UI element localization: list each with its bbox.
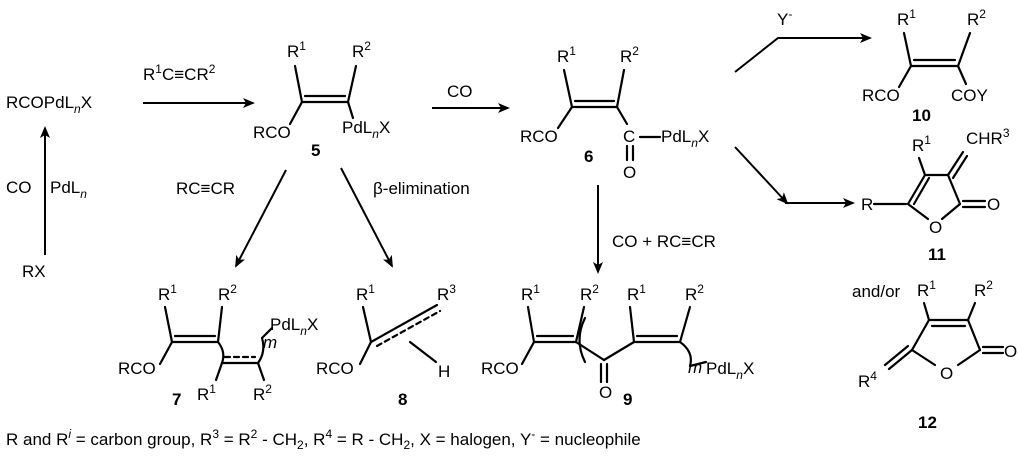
starting-material: RCOPdLnX CO PdLn RX bbox=[6, 93, 92, 281]
svg-text:CO + RC≡CR: CO + RC≡CR bbox=[612, 232, 716, 251]
svg-text:RCO: RCO bbox=[118, 359, 156, 378]
svg-text:RCO: RCO bbox=[862, 86, 900, 105]
svg-text:R1C≡CR2: R1C≡CR2 bbox=[143, 62, 216, 84]
svg-text:RX: RX bbox=[22, 262, 46, 281]
svg-text:R and Ri = carbon group, R3 =: R and Ri = carbon group, R3 = R2 - CH2, … bbox=[6, 427, 641, 452]
svg-text:R1: R1 bbox=[897, 7, 916, 29]
svg-text:CO: CO bbox=[447, 82, 473, 101]
compound-7: R1 R2 RCO PdLnX m R1 R2 7 bbox=[118, 282, 318, 409]
svg-text:5: 5 bbox=[311, 141, 320, 160]
svg-text:7: 7 bbox=[172, 390, 181, 409]
svg-text:R1: R1 bbox=[627, 282, 646, 304]
svg-text:R1: R1 bbox=[521, 282, 540, 304]
svg-text:R1: R1 bbox=[158, 282, 177, 304]
svg-text:RC≡CR: RC≡CR bbox=[176, 179, 235, 198]
svg-text:9: 9 bbox=[623, 390, 632, 409]
svg-text:O: O bbox=[987, 195, 1000, 214]
compound-9: R1 R2 R1 R2 RCO O m PdLnX 9 bbox=[481, 282, 754, 409]
svg-text:m: m bbox=[688, 358, 702, 377]
svg-text:O: O bbox=[940, 364, 953, 383]
svg-text:R1: R1 bbox=[197, 382, 216, 404]
svg-text:PdLnX: PdLnX bbox=[706, 359, 754, 382]
svg-text:C: C bbox=[623, 127, 635, 146]
carbopalladation-arrow: R1C≡CR2 bbox=[143, 62, 255, 108]
svg-text:R2: R2 bbox=[253, 382, 272, 404]
lactonization-arrow bbox=[734, 146, 789, 205]
svg-text:R2: R2 bbox=[620, 44, 639, 66]
svg-text:CO: CO bbox=[6, 178, 32, 197]
svg-text:R4: R4 bbox=[858, 369, 877, 391]
beta-elimination-arrow: β-elimination bbox=[340, 167, 470, 268]
svg-text:R2: R2 bbox=[352, 39, 371, 61]
svg-text:PdLn: PdLn bbox=[50, 178, 87, 201]
svg-text:H: H bbox=[438, 362, 450, 381]
svg-text:RCO: RCO bbox=[520, 127, 558, 146]
svg-text:R1: R1 bbox=[557, 44, 576, 66]
svg-text:R1: R1 bbox=[917, 278, 936, 300]
svg-text:O: O bbox=[599, 383, 612, 402]
svg-text:R1: R1 bbox=[912, 133, 931, 155]
alkyne-insertion-arrow: RC≡CR bbox=[176, 169, 287, 268]
compound-11: R1 CHR3 R O O 11 bbox=[861, 126, 1010, 264]
compound-10: R1 R2 RCO COY 10 bbox=[862, 7, 988, 125]
nucleophile-arrow: Y- bbox=[734, 7, 872, 73]
svg-text:R2: R2 bbox=[967, 7, 986, 29]
compound-12: R1 R2 O O R4 12 bbox=[858, 278, 1017, 432]
svg-text:RCOPdLnX: RCOPdLnX bbox=[6, 93, 92, 116]
svg-text:β-elimination: β-elimination bbox=[373, 179, 470, 198]
compound-8: R1 R3 RCO H 8 bbox=[316, 282, 456, 409]
svg-text:R2: R2 bbox=[974, 278, 993, 300]
co-insertion-arrow: CO bbox=[432, 82, 510, 113]
svg-text:O: O bbox=[623, 163, 636, 182]
and-or-label: and/or bbox=[852, 282, 901, 301]
svg-text:R2: R2 bbox=[685, 282, 704, 304]
footnote: R and Ri = carbon group, R3 = R2 - CH2, … bbox=[6, 427, 641, 452]
svg-text:8: 8 bbox=[398, 390, 407, 409]
svg-text:R2: R2 bbox=[580, 282, 599, 304]
svg-text:R3: R3 bbox=[437, 282, 456, 304]
svg-text:12: 12 bbox=[918, 413, 937, 432]
svg-text:PdLnX: PdLnX bbox=[342, 118, 390, 141]
svg-text:R1: R1 bbox=[287, 39, 306, 61]
compound-5: R1 R2 RCO PdLnX 5 bbox=[253, 39, 390, 160]
svg-text:6: 6 bbox=[584, 147, 593, 166]
svg-text:COY: COY bbox=[951, 86, 988, 105]
svg-text:CHR3: CHR3 bbox=[966, 126, 1010, 148]
svg-text:RCO: RCO bbox=[316, 359, 354, 378]
svg-text:PdLnX: PdLnX bbox=[661, 127, 709, 150]
svg-text:R2: R2 bbox=[218, 282, 237, 304]
svg-text:R: R bbox=[861, 195, 873, 214]
svg-text:Y-: Y- bbox=[777, 7, 792, 29]
co-alkyne-arrow: CO + RC≡CR bbox=[593, 185, 716, 274]
svg-text:m: m bbox=[263, 333, 277, 352]
svg-text:10: 10 bbox=[912, 106, 931, 125]
svg-text:11: 11 bbox=[928, 245, 946, 264]
svg-text:O: O bbox=[929, 218, 942, 237]
compound-6: R1 R2 RCO C PdLnX O 6 bbox=[520, 44, 709, 182]
svg-text:RCO: RCO bbox=[253, 123, 291, 142]
svg-text:R1: R1 bbox=[356, 282, 375, 304]
svg-text:PdLnX: PdLnX bbox=[270, 315, 318, 338]
svg-text:RCO: RCO bbox=[481, 359, 519, 378]
svg-text:O: O bbox=[1004, 342, 1017, 361]
